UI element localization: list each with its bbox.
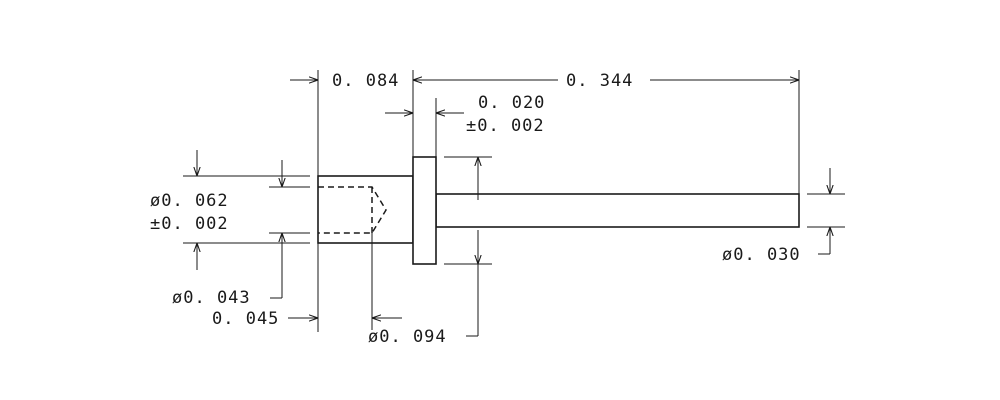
pin-body	[435, 193, 800, 228]
extension-lines	[183, 70, 845, 332]
dim-flange-thickness-tolerance: ±0. 002	[466, 116, 545, 136]
dim-flange-thickness-label: 0. 020	[478, 93, 545, 113]
dim-bore-depth-label: 0. 045	[212, 309, 279, 329]
dim-tail-length-label: 0. 084	[332, 71, 399, 91]
dim-tail-length: 0. 084	[290, 71, 399, 91]
hidden-bore	[318, 186, 387, 234]
part-outline	[317, 156, 800, 265]
dim-pin-length: 0. 344	[413, 71, 799, 91]
dim-tail-diameter: ø0. 062 ±0. 002	[150, 150, 229, 270]
dim-flange-diameter-label: ø0. 094	[368, 327, 447, 347]
dim-tail-diameter-label: ø0. 062	[150, 191, 229, 211]
dim-flange-thickness: 0. 020 ±0. 002	[385, 93, 545, 136]
dim-pin-diameter-label: ø0. 030	[722, 245, 801, 265]
flange	[412, 156, 437, 265]
dim-flange-diameter: ø0. 094	[368, 157, 478, 347]
dim-bore-depth: 0. 045	[212, 309, 402, 329]
dim-bore-diameter-label: ø0. 043	[172, 288, 251, 308]
dim-bore-diameter: ø0. 043	[172, 160, 282, 308]
dim-tail-diameter-tolerance: ±0. 002	[150, 214, 229, 234]
dim-pin-diameter: ø0. 030	[722, 168, 830, 265]
dim-pin-length-label: 0. 344	[566, 71, 633, 91]
